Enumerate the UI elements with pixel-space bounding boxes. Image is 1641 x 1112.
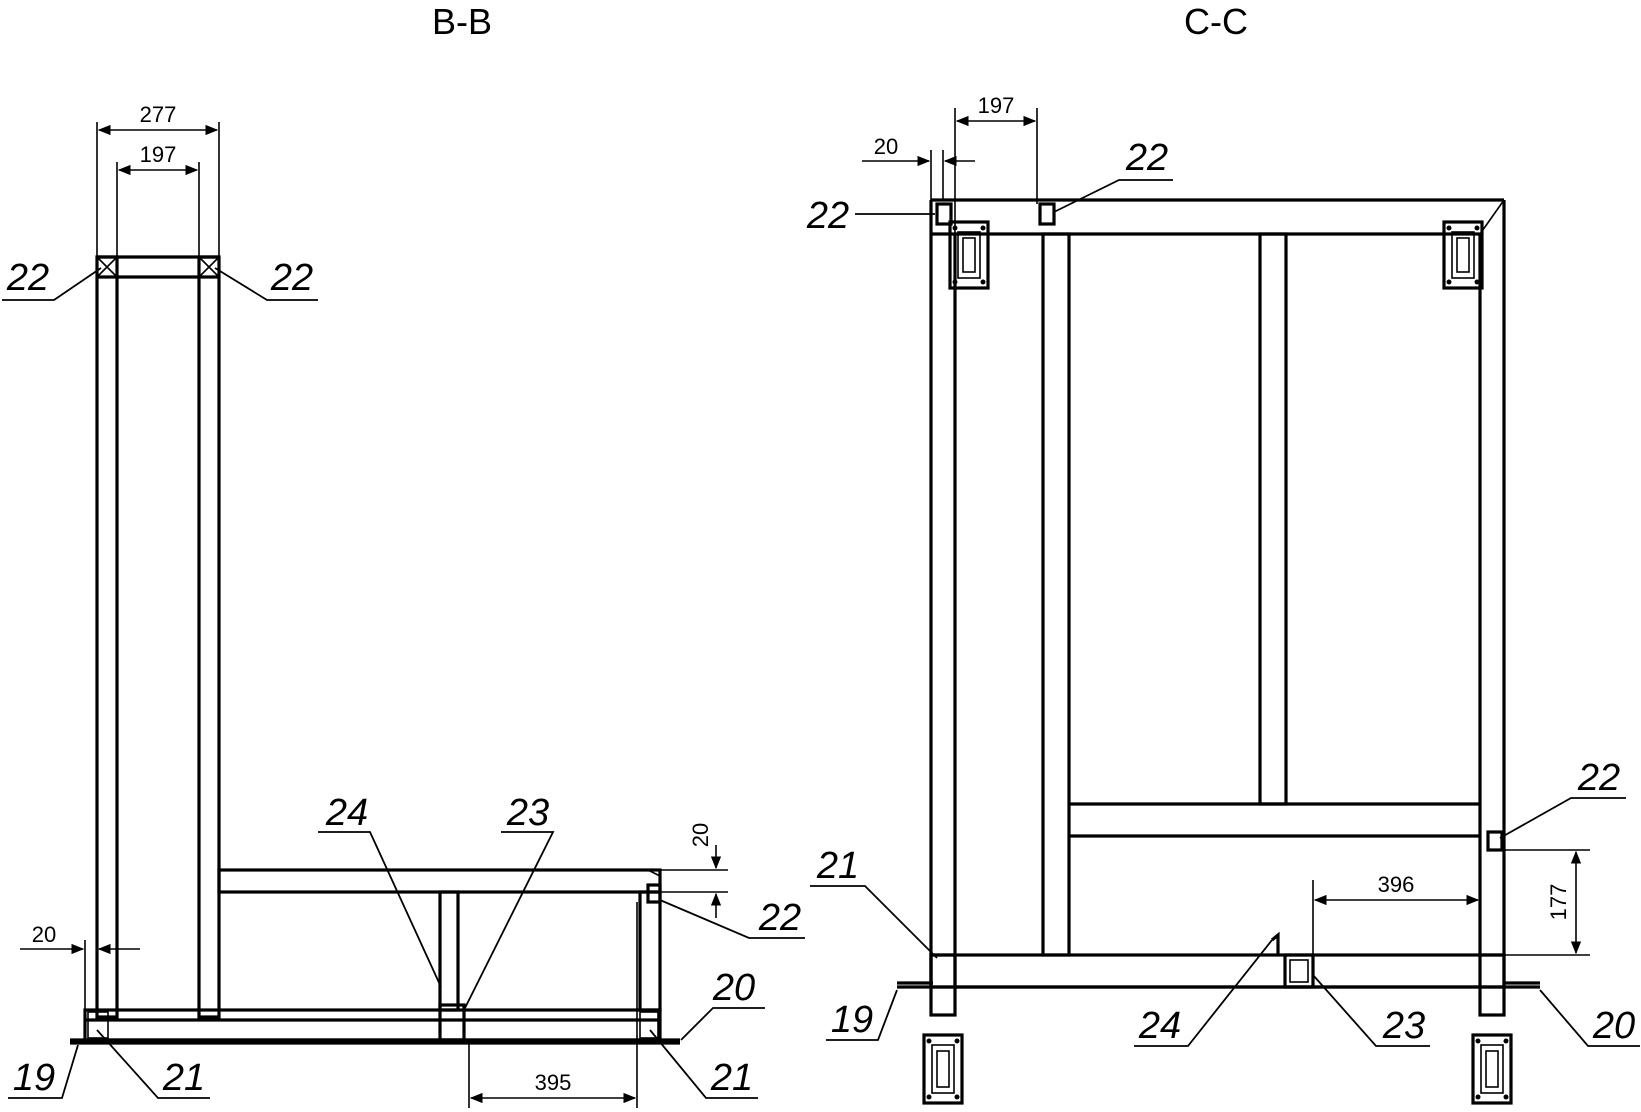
cc-bracket-top-left (948, 220, 990, 290)
bb-part-labels: 22 22 24 23 22 20 19 21 21 (2, 257, 805, 1099)
cc-dim-177: 177 (1504, 849, 1590, 956)
cc-bracket-bottom-left (922, 1033, 964, 1105)
cc-label-20: 20 (1592, 1005, 1635, 1047)
cc-bracket-bottom-right (1471, 1033, 1513, 1105)
cc-bracket-top-right (1442, 220, 1484, 290)
cc-frame (897, 198, 1540, 1017)
dim-20-left: 20 (32, 922, 56, 947)
dim-277: 277 (140, 102, 177, 127)
view-cc: C-C (806, 1, 1640, 1105)
view-title-cc: C-C (1184, 1, 1248, 42)
bb-label-21-right: 21 (710, 1057, 753, 1099)
bb-label-21-left: 21 (162, 1057, 205, 1099)
view-title-bb: B-B (432, 1, 492, 42)
bb-dim-395: 395 (468, 902, 638, 1108)
cc-dim-20: 20 (862, 134, 975, 200)
cc-label-22-right: 22 (1577, 757, 1620, 799)
bb-label-22-right: 22 (758, 897, 801, 939)
cc-label-21: 21 (816, 845, 859, 887)
bb-label-20: 20 (712, 967, 755, 1009)
bb-dim-197: 197 (116, 142, 200, 257)
dim-197-cc: 197 (978, 93, 1015, 118)
dim-177: 177 (1546, 884, 1571, 921)
bb-tall-column (95, 255, 221, 1019)
cc-label-22-top: 22 (1125, 137, 1168, 179)
bb-label-19: 19 (13, 1057, 55, 1099)
bb-label-24: 24 (325, 792, 368, 834)
bb-label-22-top-left: 22 (6, 257, 49, 299)
cc-label-22-left: 22 (806, 195, 849, 237)
cc-label-23: 23 (1382, 1005, 1425, 1047)
bb-label-23: 23 (506, 792, 549, 834)
bb-dim-20-right: 20 (660, 823, 728, 918)
cc-dim-197: 197 (954, 93, 1038, 234)
dim-396: 396 (1378, 872, 1415, 897)
view-bb: B-B (2, 1, 805, 1108)
bb-dim-20-left: 20 (20, 922, 140, 1010)
dim-395: 395 (535, 1070, 572, 1095)
cc-label-19: 19 (831, 999, 873, 1041)
dim-197: 197 (140, 142, 177, 167)
bb-frame (70, 868, 680, 1045)
bb-label-22-top-right: 22 (270, 257, 313, 299)
cc-label-24: 24 (1138, 1005, 1181, 1047)
cc-dim-396: 396 (1312, 872, 1481, 955)
bb-dim-277: 277 (96, 102, 220, 257)
cc-part-labels: 22 22 22 21 19 24 23 20 (806, 137, 1640, 1047)
dim-20-right: 20 (688, 823, 713, 847)
dim-20-cc: 20 (874, 134, 898, 159)
